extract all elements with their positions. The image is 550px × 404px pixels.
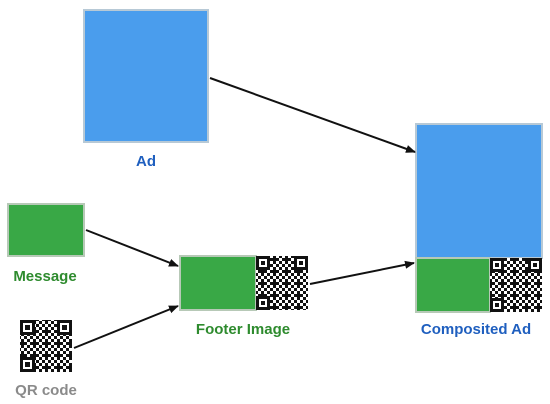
arrow-qr-to-footer <box>73 305 179 349</box>
ad-label: Ad <box>136 153 156 170</box>
composited-ad <box>415 123 543 313</box>
composited-ad-label: Composited Ad <box>421 321 531 338</box>
arrow-ad-to-composited <box>209 77 416 153</box>
ad-box <box>83 9 209 143</box>
message-box <box>7 203 85 257</box>
arrow-footer-to-composited <box>309 260 415 285</box>
footer-image-label: Footer Image <box>196 321 290 338</box>
arrow-message-to-footer <box>85 229 179 267</box>
qr-code-label: QR code <box>15 382 77 399</box>
composited-blue-area <box>415 123 543 259</box>
composited-qr-code-icon <box>490 258 542 312</box>
footer-green-block <box>179 255 257 311</box>
footer-image <box>179 255 308 311</box>
composited-green-block <box>415 257 491 313</box>
footer-qr-code-icon <box>256 256 308 310</box>
qr-code-icon <box>20 320 72 372</box>
message-label: Message <box>13 268 76 285</box>
